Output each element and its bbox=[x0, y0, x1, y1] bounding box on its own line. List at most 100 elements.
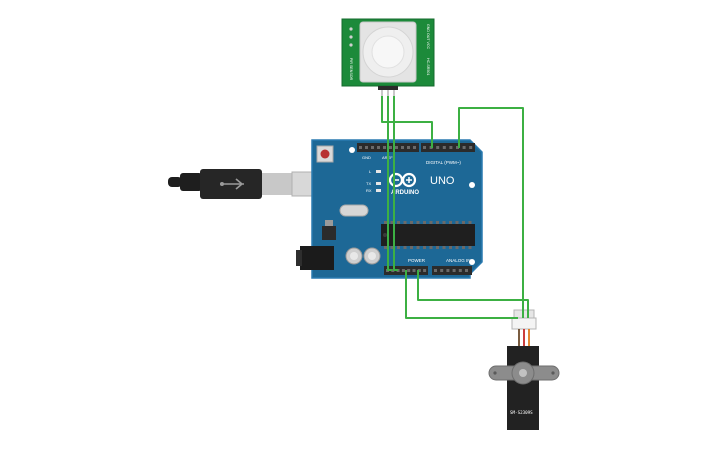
chip-pin bbox=[442, 246, 446, 249]
header-pin bbox=[436, 146, 440, 149]
led-l-label: L bbox=[369, 169, 372, 174]
header-pin bbox=[456, 146, 459, 149]
chip-pin bbox=[384, 221, 387, 224]
usb-plug-metal bbox=[262, 173, 292, 195]
header-pin bbox=[465, 269, 468, 272]
header-pin bbox=[449, 146, 453, 149]
arduino-brand-label: ARDUINO bbox=[391, 190, 419, 196]
servo-horn-hole bbox=[493, 371, 497, 375]
header-pin bbox=[389, 146, 392, 149]
chip-pin bbox=[416, 246, 420, 249]
wire-servo-signal-to-d3[interactable] bbox=[458, 107, 524, 318]
chip-pin bbox=[436, 221, 439, 224]
digital-header-right bbox=[421, 143, 475, 152]
header-pin bbox=[412, 269, 416, 272]
wire-servo-vcc-to-5v[interactable] bbox=[417, 270, 529, 318]
header-pin bbox=[377, 146, 380, 149]
chip-pin bbox=[462, 221, 465, 224]
chip-notch bbox=[383, 233, 387, 237]
servo-connector[interactable] bbox=[511, 317, 537, 330]
header-pin bbox=[395, 146, 398, 149]
header-pin bbox=[401, 269, 405, 272]
wire-pir-gnd-to-gnd[interactable] bbox=[381, 96, 433, 148]
chip-pin bbox=[462, 246, 465, 249]
header-pin bbox=[365, 146, 368, 149]
pir-pad bbox=[349, 35, 353, 39]
header-pin bbox=[407, 269, 411, 272]
capacitor-top bbox=[350, 252, 358, 260]
pir-fresnel-dome-inner bbox=[371, 35, 405, 69]
servo-shaft bbox=[519, 369, 527, 377]
chip-pin bbox=[468, 221, 472, 224]
pir-pin-header bbox=[378, 86, 398, 90]
header-pin bbox=[391, 269, 395, 272]
digital-header-label: DIGITAL (PWM~) bbox=[426, 160, 461, 165]
header-pin bbox=[452, 269, 456, 272]
led-rx bbox=[376, 189, 381, 192]
led-l bbox=[376, 170, 381, 173]
wire-pir-vcc-to-5v[interactable] bbox=[393, 96, 398, 271]
chip-pin bbox=[455, 246, 459, 249]
chip-pin bbox=[397, 221, 400, 224]
gnd-label: GND bbox=[362, 155, 371, 160]
usb-cable[interactable] bbox=[168, 169, 313, 199]
header-pin bbox=[423, 146, 426, 149]
crystal-oscillator bbox=[339, 204, 369, 217]
chip-pin bbox=[397, 246, 400, 249]
usb-cable-strain-relief bbox=[180, 173, 202, 191]
header-pin bbox=[359, 146, 362, 149]
wire-pir-out-to-pin[interactable] bbox=[387, 96, 392, 271]
pir-pins-label: GND OUT VCC bbox=[426, 24, 430, 49]
chip-pin bbox=[436, 246, 439, 249]
capacitor-top bbox=[368, 252, 376, 260]
power-header-label: POWER bbox=[408, 258, 426, 263]
analog-header-label: ANALOG IN bbox=[446, 258, 471, 263]
arduino-model-label: UNO bbox=[430, 175, 455, 187]
led-rx-label: RX bbox=[366, 188, 372, 193]
header-pin bbox=[371, 146, 374, 149]
header-pin bbox=[458, 269, 462, 272]
header-pin bbox=[423, 269, 427, 272]
atmega-chip bbox=[381, 224, 475, 246]
header-pin bbox=[396, 269, 400, 272]
header-pin bbox=[446, 269, 450, 272]
header-pin bbox=[401, 146, 404, 149]
servo-model-label: SM-S2309S bbox=[510, 410, 533, 415]
wires bbox=[381, 96, 529, 319]
header-pin bbox=[407, 146, 410, 149]
header-pin bbox=[434, 269, 437, 272]
voltage-regulator bbox=[322, 226, 336, 240]
arduino-logo-icon bbox=[388, 172, 417, 188]
chip-pin bbox=[403, 221, 407, 224]
usb-icon-dot bbox=[220, 182, 224, 186]
chip-pin bbox=[416, 221, 420, 224]
chip-pin bbox=[449, 246, 452, 249]
chip-pin bbox=[423, 221, 426, 224]
header-pin bbox=[417, 269, 421, 272]
chip-pin bbox=[429, 221, 433, 224]
pir-pad bbox=[349, 43, 353, 47]
servo-motor[interactable]: SM-S2309S bbox=[488, 309, 560, 430]
chip-pin bbox=[442, 221, 446, 224]
chip-pin bbox=[390, 221, 394, 224]
analog-header bbox=[432, 266, 472, 275]
dc-power-jack[interactable] bbox=[300, 246, 334, 270]
wire-servo-gnd-to-gnd[interactable] bbox=[405, 270, 518, 319]
header-pin bbox=[442, 146, 446, 149]
pir-model-label: HC-SR501 bbox=[426, 58, 430, 75]
dc-power-jack-lip bbox=[296, 250, 302, 266]
chip-pin bbox=[384, 246, 387, 249]
pir-side-label: PIR SENSOR bbox=[349, 58, 353, 81]
header-pin bbox=[440, 269, 444, 272]
chip-pin bbox=[410, 246, 413, 249]
pir-sensor[interactable]: PIR SENSOR GND OUT VCC HC-SR501 bbox=[341, 18, 435, 96]
header-pin bbox=[413, 146, 416, 149]
voltage-regulator-tab bbox=[325, 220, 333, 226]
pir-pad bbox=[349, 27, 353, 31]
servo-body bbox=[507, 346, 539, 430]
mounting-hole bbox=[349, 147, 355, 153]
chip-pin bbox=[410, 221, 413, 224]
servo-horn-hole bbox=[551, 371, 555, 375]
chip-pin bbox=[429, 246, 433, 249]
